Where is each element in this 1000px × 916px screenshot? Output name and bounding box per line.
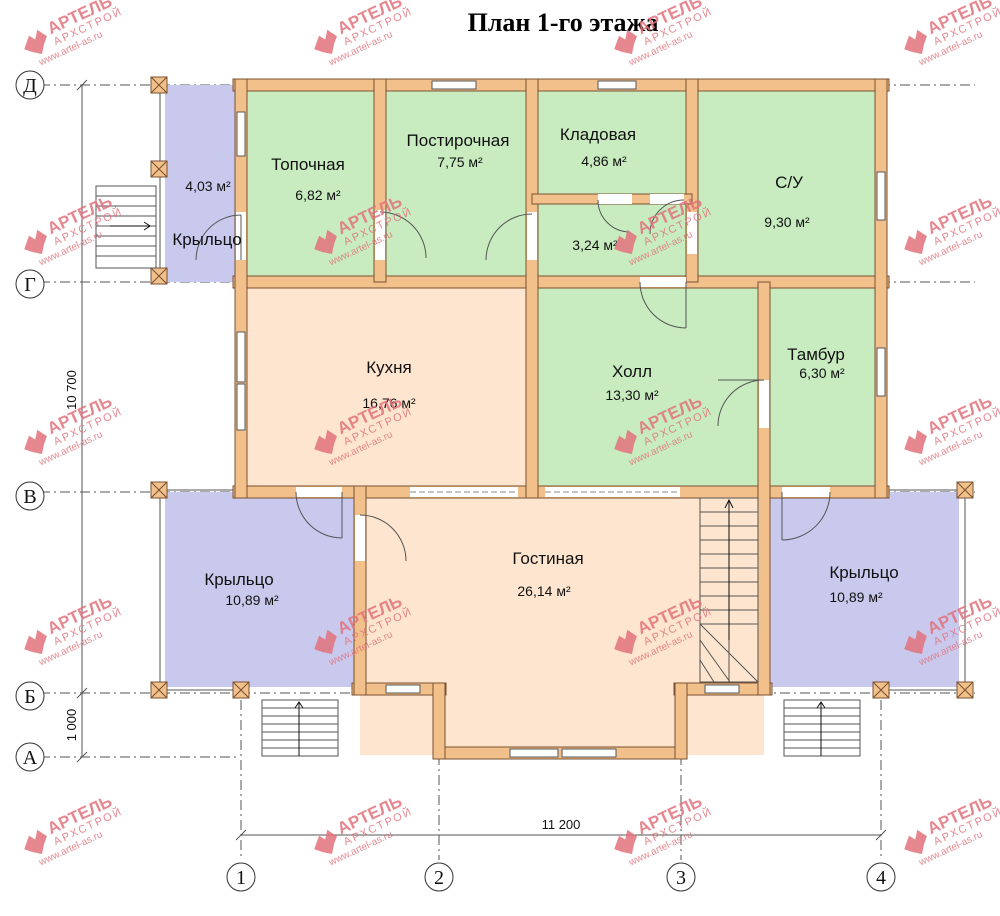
room-name-postirochnaya: Постирочная: [407, 131, 510, 150]
watermark-logo-icon: [24, 829, 47, 855]
room-area-topochnaya: 6,82 м²: [295, 187, 341, 203]
axis-row-label: Г: [24, 274, 36, 296]
room-tambur: [764, 282, 881, 492]
room-area-kukhnya: 16,76 м²: [362, 395, 416, 411]
axis-col-label: 3: [676, 867, 686, 889]
axis-col-label: 1: [236, 867, 246, 889]
watermark-logo-icon: [614, 829, 637, 855]
dimension-horizontal: 11 200: [542, 817, 581, 832]
room-su: [692, 85, 881, 282]
room-area-kryltso-right: 10,89 м²: [829, 589, 883, 605]
dimension-vertical-small: 1 000: [64, 709, 79, 742]
room-kryltso-left: [165, 492, 360, 687]
room-name-holl: Холл: [612, 362, 652, 381]
dimension-lines: [76, 79, 887, 841]
doors: [195, 194, 831, 562]
room-kukhnya: [241, 282, 532, 492]
room-name-kladovaya: Кладовая: [560, 125, 636, 144]
room-name-tambur: Тамбур: [787, 345, 845, 364]
room-area-holl: 13,30 м²: [605, 387, 659, 403]
watermark-logo-icon: [904, 429, 927, 455]
stairs: [95, 185, 861, 757]
watermark-logo-icon: [614, 229, 637, 255]
room-name-kryltso-left: Крыльцо: [204, 570, 273, 589]
room-labels: Топочная 6,82 м² Постирочная 7,75 м² Кла…: [172, 125, 898, 608]
watermark-logo-icon: [904, 629, 927, 655]
room-name-kryltso-right: Крыльцо: [829, 563, 898, 582]
room-area-postirochnaya: 7,75 м²: [437, 154, 483, 170]
watermark-logo-icon: [314, 629, 337, 655]
watermark-logo-icon: [904, 829, 927, 855]
room-area-tambur: 6,30 м²: [799, 365, 845, 381]
room-corridor: [532, 200, 692, 282]
axis-row-label: Б: [24, 686, 35, 708]
watermark-logo-icon: [24, 629, 47, 655]
watermark-logo-icon: [614, 629, 637, 655]
porch-railings: [159, 93, 966, 691]
room-kryltso-right: [764, 492, 959, 687]
room-kladovaya: [532, 85, 692, 200]
room-kryltso-top: [165, 85, 241, 282]
room-name-kukhnya: Кухня: [366, 358, 412, 377]
axis-row-label: В: [23, 486, 36, 508]
watermark-logo-icon: [24, 429, 47, 455]
axis-col-label: 4: [876, 867, 886, 889]
watermark-logo-icon: [904, 29, 927, 55]
room-area-kryltso-left: 10,89 м²: [225, 592, 279, 608]
watermark-logo-icon: [314, 29, 337, 55]
watermark-logo-icon: [614, 29, 637, 55]
room-area-su: 9,30 м²: [764, 214, 810, 230]
room-holl: [532, 282, 764, 492]
walls: [232, 78, 890, 760]
room-topochnaya: [241, 85, 380, 282]
watermark-logo-icon: [24, 229, 47, 255]
axis-bubbles-rows: Д Г В Б А: [15, 70, 45, 772]
room-name-su: С/У: [775, 173, 803, 192]
room-area-kryltso-top: 4,03 м²: [185, 178, 231, 194]
watermark-logo-icon: [314, 229, 337, 255]
axis-row-label: Д: [23, 75, 37, 97]
axis-col-label: 2: [434, 867, 444, 889]
room-postirochnaya: [380, 85, 532, 282]
dimension-vertical-main: 10 700: [64, 370, 79, 410]
plan-title: План 1-го этажа: [468, 8, 659, 37]
room-area-corridor: 3,24 м²: [572, 237, 618, 253]
watermark-logo-icon: [314, 829, 337, 855]
axis-bubbles-cols: 1 2 3 4: [226, 862, 896, 892]
room-name-kryltso-top: Крыльцо: [172, 230, 241, 249]
room-area-gostinaya: 26,14 м²: [517, 583, 571, 599]
watermark-logo-icon: [314, 429, 337, 455]
watermark-logo-icon: [24, 29, 47, 55]
room-name-topochnaya: Топочная: [271, 155, 345, 174]
room-area-kladovaya: 4,86 м²: [581, 153, 627, 169]
watermark-logo-icon: [904, 229, 927, 255]
room-name-gostinaya: Гостиная: [512, 549, 583, 568]
axis-row-label: А: [23, 747, 38, 769]
windows: [236, 80, 886, 758]
watermark-logo-icon: [614, 429, 637, 455]
room-fills: [165, 85, 959, 755]
